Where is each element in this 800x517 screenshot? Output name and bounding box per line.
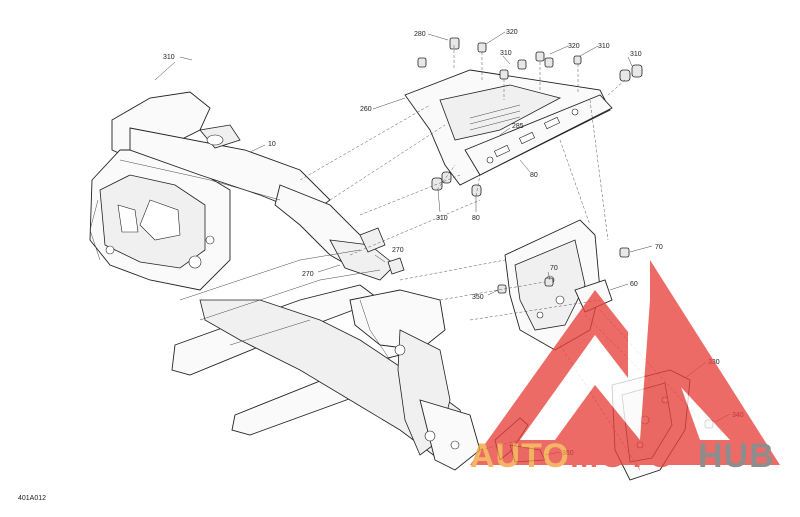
callout-350: 350 <box>472 294 484 301</box>
callout-310: 310 <box>598 43 610 50</box>
callout-80: 80 <box>472 215 480 222</box>
callout-310: 310 <box>163 54 175 61</box>
callout-310: 310 <box>630 51 642 58</box>
callout-80: 80 <box>530 172 538 179</box>
watermark-word-hub: HUB <box>698 437 775 475</box>
callout-310: 310 <box>436 215 448 222</box>
watermark-word-auto: AUTO <box>470 437 570 475</box>
drawing-code: 401A012 <box>18 495 46 502</box>
callout-260: 260 <box>360 106 372 113</box>
crossmember-nuts <box>417 37 643 197</box>
callout-280: 280 <box>414 31 426 38</box>
callout-70: 70 <box>655 244 663 251</box>
callout-285: 285 <box>512 123 524 130</box>
upper-crossmember <box>404 37 643 197</box>
callout-320: 320 <box>506 29 518 36</box>
watermark-logo: AUTO MOTO HUB <box>470 260 780 475</box>
watermark-triangle-icon <box>470 260 780 465</box>
callout-270: 270 <box>392 247 404 254</box>
callout-270: 270 <box>302 271 314 278</box>
callout-320: 320 <box>568 43 580 50</box>
callout-60: 60 <box>630 281 638 288</box>
leader-lines <box>154 31 731 456</box>
callout-310: 310 <box>500 50 512 57</box>
watermark-word-moto: MOTO <box>570 437 675 475</box>
main-frame <box>89 91 481 471</box>
callout-10: 10 <box>268 141 276 148</box>
callout-70: 70 <box>550 265 558 272</box>
